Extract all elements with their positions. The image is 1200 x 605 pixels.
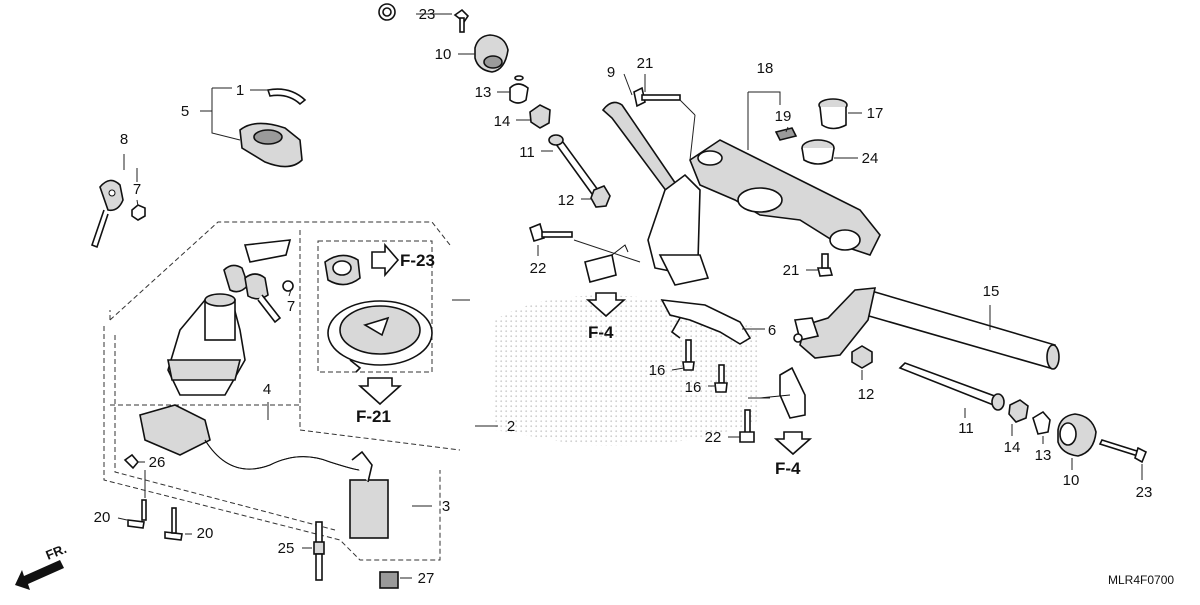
pin-25 (313, 521, 325, 581)
ref-arrow-f23 (371, 242, 400, 278)
nut-14-top (529, 104, 551, 129)
nut-12-top (590, 185, 611, 208)
part-label-13: 13 (475, 84, 492, 101)
part-label-20: 20 (94, 509, 111, 526)
cover-5 (239, 122, 303, 168)
part-label-8: 8 (120, 131, 128, 148)
screw-23-top (453, 8, 470, 33)
washer-circle (378, 3, 396, 21)
part-label-3: 3 (442, 498, 450, 515)
plate-19 (774, 127, 798, 141)
clip-27 (379, 571, 399, 589)
part-label-15: 15 (983, 283, 1000, 300)
part-label-9: 9 (607, 64, 615, 81)
bolts-20 (127, 499, 183, 541)
clamp-f4a (584, 244, 629, 283)
ref-label-f4a: F-4 (588, 323, 614, 342)
sensor-26-harness (123, 404, 389, 539)
ref-arrow-f4a (585, 292, 627, 318)
part-label-14: 14 (494, 113, 511, 130)
rod-11-right (898, 362, 1005, 411)
screws-16 (682, 339, 728, 393)
frame-background (495, 295, 760, 446)
part-label-23: 23 (1136, 484, 1153, 501)
part-label-11: 11 (519, 144, 535, 161)
part-label-5: 5 (181, 103, 189, 120)
part-label-4: 4 (263, 381, 271, 398)
part-label-24: 24 (862, 150, 879, 167)
part-label-26: 26 (149, 454, 166, 471)
nut-7-left (131, 204, 146, 221)
part-label-22: 22 (530, 260, 547, 277)
front-arrow (15, 560, 64, 590)
collar-13-right (1032, 410, 1051, 435)
bolt-21-top (633, 86, 681, 108)
diagram-code: MLR4F0700 (1108, 573, 1174, 587)
part-label-7: 7 (287, 298, 295, 315)
nut-12-right (851, 345, 873, 369)
nut-14-right (1008, 399, 1029, 423)
rod-11-top (548, 134, 600, 196)
part-label-10: 10 (1063, 472, 1080, 489)
part-label-17: 17 (867, 105, 884, 122)
ref-label-f23: F-23 (400, 251, 435, 270)
ref-arrow-f4b (773, 431, 813, 456)
part-label-11: 11 (958, 420, 974, 437)
bolt-21-lower (816, 253, 834, 277)
front-label: FR. (44, 541, 69, 563)
key-part (90, 179, 124, 249)
part-label-22: 22 (705, 429, 722, 446)
handlebar-9 (601, 101, 710, 286)
part-label-14: 14 (1004, 439, 1021, 456)
collar-13-top (509, 75, 529, 104)
part-label-23: 23 (419, 6, 436, 23)
handlebar-15 (793, 287, 1060, 370)
part-label-20: 20 (197, 525, 214, 542)
assembly-outlines (103, 221, 461, 561)
ref-label-f21: F-21 (356, 407, 391, 426)
part-label-18: 18 (757, 60, 774, 77)
bolt-22-lower (739, 409, 755, 443)
ref-label-f4b: F-4 (775, 459, 801, 478)
screw-23-right (1098, 439, 1148, 464)
top-bridge-18 (689, 139, 881, 256)
part-label-12: 12 (858, 386, 875, 403)
part-label-16: 16 (649, 362, 666, 379)
part-label-7: 7 (133, 181, 141, 198)
part-label-21: 21 (783, 262, 800, 279)
cap-24 (801, 139, 835, 165)
ignition-switch-assembly (167, 239, 294, 396)
bushing-17 (818, 98, 848, 130)
part-label-1: 1 (236, 82, 244, 99)
ref-arrow-f21 (357, 377, 403, 406)
part-label-6: 6 (768, 322, 776, 339)
part-label-27: 27 (418, 570, 435, 587)
leader-lines (117, 13, 1143, 579)
bar-end-weight-10-top (474, 34, 509, 73)
part-label-21: 21 (637, 55, 654, 72)
part-label-10: 10 (435, 46, 452, 63)
fuel-cap (327, 300, 433, 373)
part-label-13: 13 (1035, 447, 1052, 464)
cap-lock-part (324, 254, 361, 286)
bracket-6 (660, 299, 752, 345)
part-label-12: 12 (558, 192, 575, 209)
part-label-25: 25 (278, 540, 295, 557)
bar-end-weight-10-right (1057, 413, 1097, 457)
clamp-f4b (759, 366, 806, 419)
part-label-19: 19 (775, 108, 792, 125)
part-label-16: 16 (685, 379, 702, 396)
bolt-22-upper (529, 222, 573, 242)
part-label-2: 2 (507, 418, 515, 435)
seal-1 (266, 88, 307, 106)
